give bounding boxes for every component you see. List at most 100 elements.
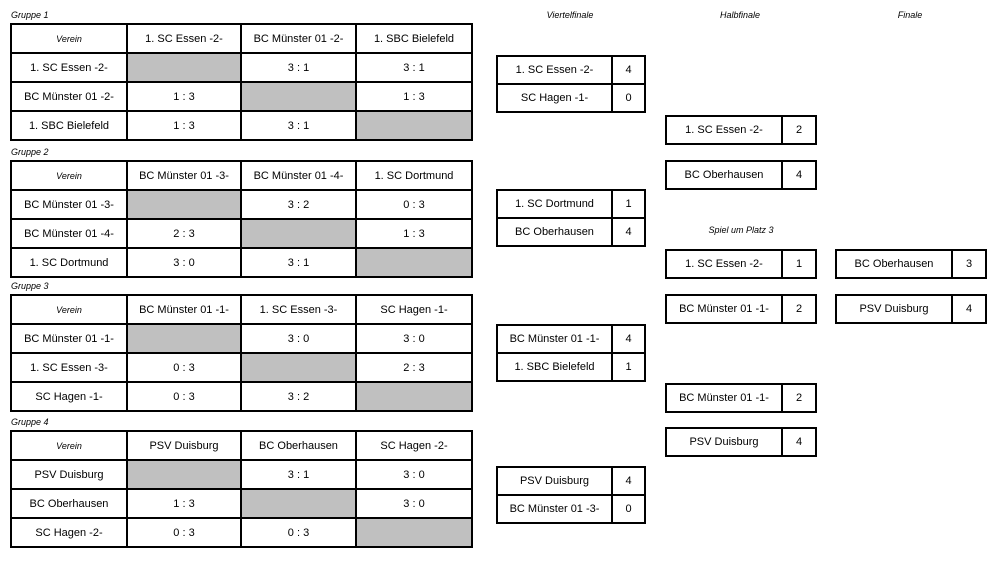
match-row: 1. SC Essen -2- 4: [498, 57, 644, 83]
team-name-cell: SC Hagen -1-: [10, 381, 128, 412]
table-row: 1. SBC Bielefeld 1 : 3 3 : 1: [10, 110, 473, 141]
result-cell: 0 : 3: [126, 517, 242, 548]
team-name-cell: 1. SC Essen -3-: [10, 352, 128, 383]
header-cell-team: 1. SC Essen -3-: [240, 294, 357, 325]
result-cell: 1 : 3: [126, 81, 242, 112]
header-cell-team: SC Hagen -1-: [355, 294, 473, 325]
table-row: SC Hagen -2- 0 : 3 0 : 3: [10, 517, 473, 548]
header-cell-team: SC Hagen -2-: [355, 430, 473, 461]
header-cell-verein: Verein: [10, 160, 128, 191]
header-spiel-um-platz-3: Spiel um Platz 3: [708, 225, 774, 235]
third-place-away-box: BC Münster 01 -1- 2: [665, 294, 817, 324]
semifinal-2-away-box: PSV Duisburg 4: [665, 427, 817, 457]
result-cell: 0 : 3: [355, 189, 473, 220]
team-score: 4: [795, 436, 803, 448]
match-row: PSV Duisburg 4: [498, 468, 644, 494]
team-name-cell: 1. SC Dortmund: [10, 247, 128, 278]
team-score: 0: [625, 92, 632, 104]
header-cell-verein: Verein: [10, 294, 128, 325]
group-2-label: Gruppe 2: [11, 147, 49, 157]
header-cell-team: 1. SBC Bielefeld: [355, 23, 473, 54]
header-cell-team: 1. SC Essen -2-: [126, 23, 242, 54]
result-cell: 0 : 3: [126, 381, 242, 412]
result-cell: 3 : 1: [240, 247, 357, 278]
team-name-cell: BC Münster 01 -2-: [10, 81, 128, 112]
group-3-section: Gruppe 3 Verein BC Münster 01 -1- 1. SC …: [10, 281, 473, 412]
group-4-table: Verein PSV Duisburg BC Oberhausen SC Hag…: [10, 430, 473, 548]
team-score: 2: [795, 303, 803, 315]
header-cell-team: BC Münster 01 -3-: [126, 160, 242, 191]
match-row: 1. SBC Bielefeld 1: [498, 352, 644, 380]
team-score: 4: [625, 333, 632, 345]
header-cell-team: BC Oberhausen: [240, 430, 357, 461]
result-cell: 1 : 3: [126, 488, 242, 519]
match-row: 1. SC Dortmund 1: [498, 191, 644, 217]
diagonal-cell: [355, 247, 473, 278]
header-cell-team: 1. SC Dortmund: [355, 160, 473, 191]
team-name-cell: BC Münster 01 -4-: [10, 218, 128, 249]
team-score: 4: [625, 64, 632, 76]
result-cell: 1 : 3: [355, 81, 473, 112]
table-row: 1. SC Essen -2- 3 : 1 3 : 1: [10, 52, 473, 83]
quarterfinal-match-4: PSV Duisburg 4 BC Münster 01 -3- 0: [496, 466, 646, 524]
header-cell-team: BC Münster 01 -1-: [126, 294, 242, 325]
table-header-row: Verein 1. SC Essen -2- BC Münster 01 -2-…: [10, 23, 473, 54]
quarterfinal-match-1: 1. SC Essen -2- 4 SC Hagen -1- 0: [496, 55, 646, 113]
result-cell: 3 : 0: [355, 459, 473, 490]
diagonal-cell: [355, 381, 473, 412]
header-cell-team: BC Münster 01 -4-: [240, 160, 357, 191]
result-cell: 0 : 3: [126, 352, 242, 383]
diagonal-cell: [355, 517, 473, 548]
match-row: BC Münster 01 -1- 4: [498, 326, 644, 352]
match-row: BC Oberhausen 4: [498, 217, 644, 245]
result-cell: 3 : 2: [240, 381, 357, 412]
final-home-box: BC Oberhausen 3: [835, 249, 987, 279]
group-2-section: Gruppe 2 Verein BC Münster 01 -3- BC Mün…: [10, 147, 473, 278]
table-header-row: Verein PSV Duisburg BC Oberhausen SC Hag…: [10, 430, 473, 461]
result-cell: 1 : 3: [126, 110, 242, 141]
semifinal-1-home-box: 1. SC Essen -2- 2: [665, 115, 817, 145]
result-cell: 2 : 3: [355, 352, 473, 383]
result-cell: 3 : 0: [355, 323, 473, 354]
quarterfinal-match-2: 1. SC Dortmund 1 BC Oberhausen 4: [496, 189, 646, 247]
team-score: 4: [795, 169, 803, 181]
header-cell-verein: Verein: [10, 430, 128, 461]
team-name: BC Oberhausen: [837, 251, 953, 277]
team-name-cell: SC Hagen -2-: [10, 517, 128, 548]
table-row: BC Oberhausen 1 : 3 3 : 0: [10, 488, 473, 519]
table-header-row: Verein BC Münster 01 -1- 1. SC Essen -3-…: [10, 294, 473, 325]
table-row: PSV Duisburg 3 : 1 3 : 0: [10, 459, 473, 490]
team-score: 4: [965, 303, 973, 315]
team-score: 2: [795, 392, 803, 404]
team-name: BC Münster 01 -3-: [498, 496, 613, 522]
match-row: SC Hagen -1- 0: [498, 83, 644, 111]
header-viertelfinale: Viertelfinale: [546, 10, 594, 20]
team-name-cell: BC Oberhausen: [10, 488, 128, 519]
diagonal-cell: [240, 352, 357, 383]
semifinal-1-away-box: BC Oberhausen 4: [665, 160, 817, 190]
header-finale: Finale: [897, 10, 923, 20]
result-cell: 3 : 1: [240, 110, 357, 141]
result-cell: 0 : 3: [240, 517, 357, 548]
team-score: 4: [625, 475, 632, 487]
team-name: BC Oberhausen: [498, 219, 613, 245]
diagonal-cell: [240, 218, 357, 249]
match-row: BC Münster 01 -3- 0: [498, 494, 644, 522]
diagonal-cell: [126, 323, 242, 354]
group-3-table: Verein BC Münster 01 -1- 1. SC Essen -3-…: [10, 294, 473, 412]
result-cell: 3 : 1: [355, 52, 473, 83]
team-score: 1: [795, 258, 803, 270]
diagonal-cell: [126, 459, 242, 490]
table-row: SC Hagen -1- 0 : 3 3 : 2: [10, 381, 473, 412]
team-name: BC Oberhausen: [667, 162, 783, 188]
result-cell: 2 : 3: [126, 218, 242, 249]
diagonal-cell: [355, 110, 473, 141]
diagonal-cell: [240, 488, 357, 519]
team-score: 0: [625, 503, 632, 515]
team-score: 2: [795, 124, 803, 136]
team-name: 1. SC Essen -2-: [498, 57, 613, 83]
team-score: 3: [965, 258, 973, 270]
group-2-table: Verein BC Münster 01 -3- BC Münster 01 -…: [10, 160, 473, 278]
result-cell: 3 : 1: [240, 52, 357, 83]
header-cell-team: PSV Duisburg: [126, 430, 242, 461]
